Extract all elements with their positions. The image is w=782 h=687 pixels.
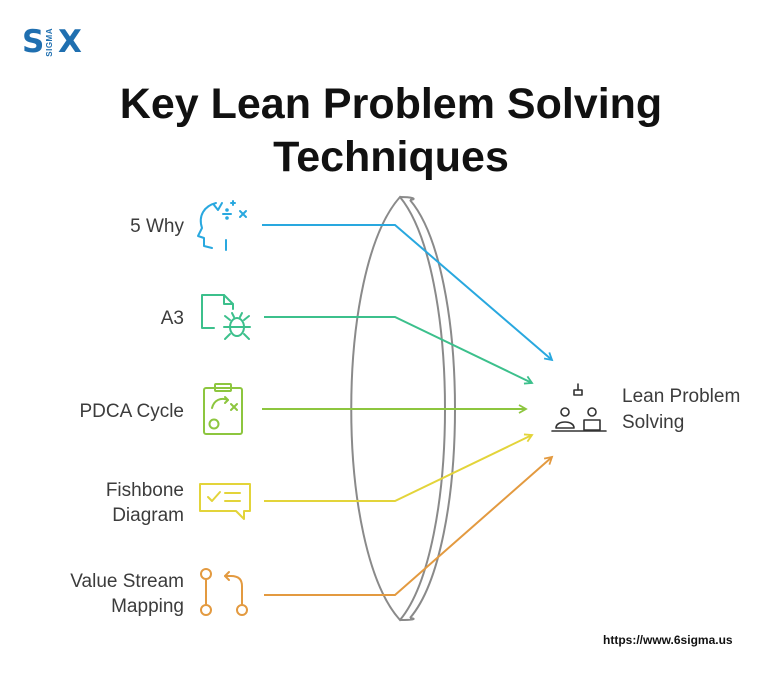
technique-label-5-why: 5 Why [130,216,184,237]
technique-label-a3: A3 [160,308,184,329]
logo-s: S [22,24,45,60]
technique-label-fishbone: Fishbone Diagram [105,480,184,526]
logo-x: X [58,24,82,60]
technique-label-vsm: Value Stream Mapping [70,571,184,617]
page-title: Key Lean Problem Solving Techniques [119,80,663,181]
technique-label-pdca: PDCA Cycle [79,401,184,422]
document-bug-icon [201,294,251,340]
flow-nodes-icon [200,568,248,616]
clipboard-plan-icon [203,383,243,435]
checklist-bubble-icon [199,483,251,520]
arrow-a3 [264,316,534,385]
footer-url: https://www.6sigma.us [603,633,733,647]
team-lamp-icon [551,383,607,432]
arrow-vsm [264,455,554,596]
logo: S SIGMA X [22,24,92,60]
arrow-5-why [262,224,554,362]
arrow-fishbone [264,433,534,502]
outcome-label: Lean Problem Solving [622,386,741,433]
head-math-icon [197,200,247,251]
